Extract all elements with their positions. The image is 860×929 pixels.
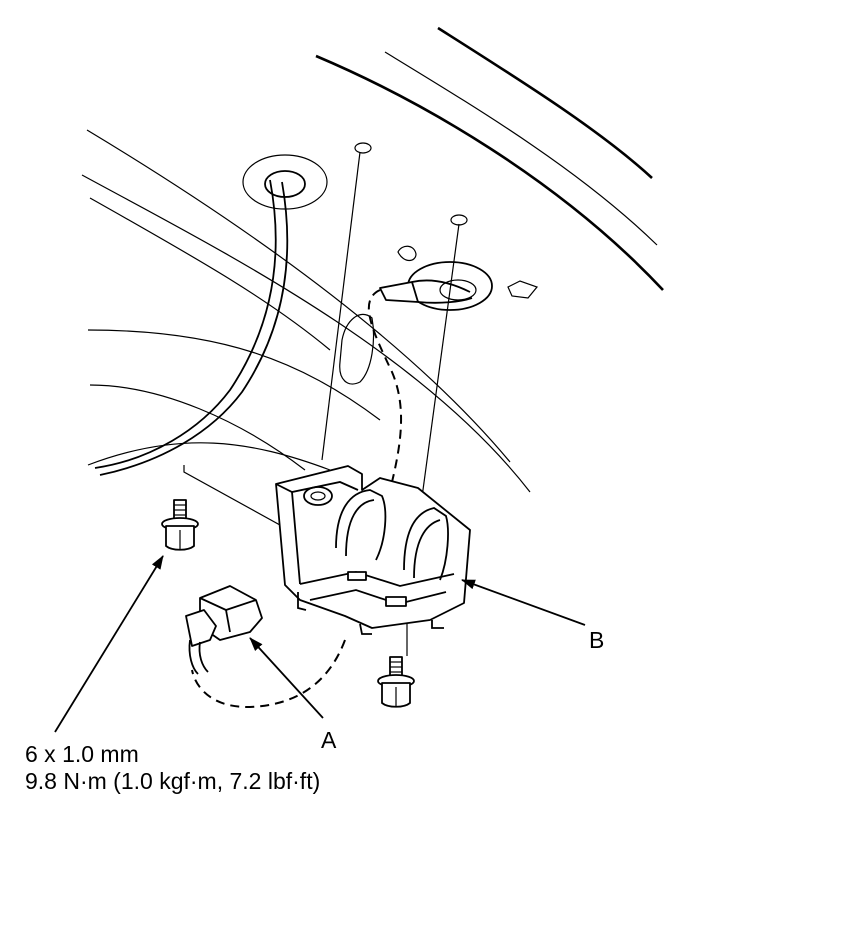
- bolt-left: [161, 499, 199, 551]
- connector-leader-arrow: [249, 637, 324, 719]
- antenna-cable: [94, 179, 277, 469]
- bolt-right: [377, 656, 415, 708]
- harness-route-upper: [367, 289, 403, 483]
- antenna-cable-edge: [99, 181, 289, 476]
- body-panel: [81, 26, 664, 493]
- bolt-size-spec: 6 x 1.0 mm: [25, 741, 139, 767]
- bracket: [275, 465, 471, 635]
- connector: [185, 585, 263, 675]
- alignment-lines: [183, 151, 460, 656]
- bracket-leader-arrow: [461, 579, 586, 626]
- harness-route-lower: [191, 639, 346, 709]
- mounting-clip: [339, 313, 375, 385]
- bolt-torque-spec: 9.8 N·m (1.0 kgf·m, 7.2 lbf·ft): [25, 768, 321, 794]
- antenna-base: [379, 245, 539, 311]
- bolt-leader-arrow: [54, 555, 164, 733]
- bracket-callout-label: B: [589, 627, 605, 653]
- clip-hole-marks: [354, 142, 468, 226]
- connector-callout-label: A: [321, 727, 337, 753]
